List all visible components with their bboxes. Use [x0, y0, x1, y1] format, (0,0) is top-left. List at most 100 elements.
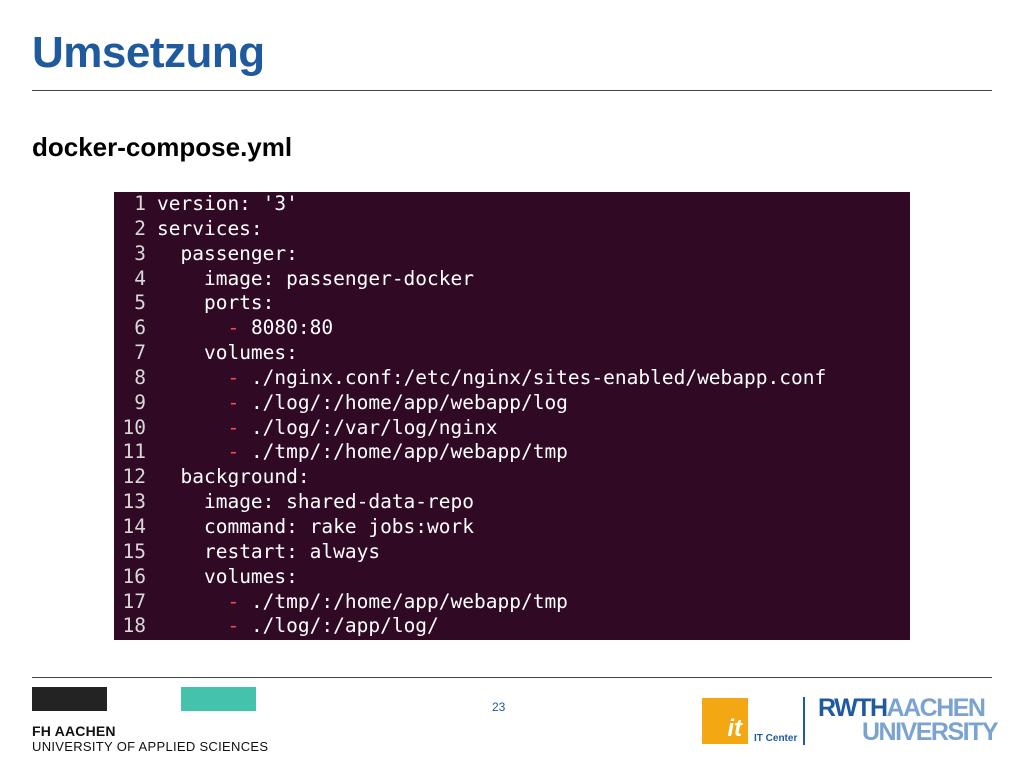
- it-center-logo-label: IT Center: [754, 733, 798, 744]
- code-line: 12 background:: [114, 465, 910, 490]
- yaml-value: shared-data-repo: [274, 490, 475, 514]
- code-line: 17 - ./tmp/:/home/app/webapp/tmp: [114, 590, 910, 615]
- list-dash: -: [227, 440, 240, 464]
- line-number: 8: [134, 365, 146, 389]
- code-line: 8 - ./nginx.conf:/etc/nginx/sites-enable…: [114, 366, 910, 391]
- yaml-value: rake jobs:work: [297, 514, 474, 538]
- logo-divider: [803, 697, 805, 745]
- it-center-logo-icon: it: [702, 698, 748, 744]
- slide-subtitle: docker-compose.yml: [32, 132, 293, 162]
- yaml-key: command:: [203, 514, 298, 538]
- yaml-key: ports:: [203, 291, 275, 315]
- line-number: 2: [134, 216, 146, 240]
- code-line: 13 image: shared-data-repo: [114, 490, 910, 515]
- yaml-value: always: [297, 539, 381, 563]
- code-line: 16 volumes:: [114, 565, 910, 590]
- code-indent: [157, 316, 227, 339]
- yaml-key: image:: [203, 266, 275, 290]
- code-indent: [157, 391, 227, 414]
- yaml-key: restart:: [203, 539, 298, 563]
- code-line: 10 - ./log/:/var/log/nginx: [114, 416, 910, 441]
- code-line: 4 image: passenger-docker: [114, 267, 910, 292]
- fh-logo-subtitle: UNIVERSITY OF APPLIED SCIENCES: [32, 739, 269, 754]
- line-number: 7: [134, 341, 146, 365]
- code-line: 3 passenger:: [114, 242, 910, 267]
- code-indent: [157, 565, 204, 588]
- list-dash: -: [227, 589, 240, 613]
- code-indent: [157, 440, 227, 463]
- yaml-key: image:: [203, 490, 275, 514]
- list-dash: -: [227, 415, 240, 439]
- code-indent: [157, 267, 204, 290]
- code-line: 18 - ./log/:/app/log/: [114, 614, 910, 639]
- code-indent: [157, 341, 204, 364]
- list-dash: -: [227, 390, 240, 414]
- line-number: 11: [122, 440, 146, 464]
- code-indent: [157, 590, 227, 613]
- code-indent: [157, 614, 227, 637]
- line-number: 10: [122, 415, 146, 439]
- code-indent: [157, 540, 204, 563]
- yaml-value: 8080:80: [239, 316, 334, 340]
- list-dash: -: [227, 365, 240, 389]
- code-indent: [157, 242, 180, 265]
- code-indent: [157, 465, 180, 488]
- line-number: 1: [134, 192, 146, 215]
- list-dash: -: [227, 614, 240, 638]
- yaml-value: ./tmp/:/home/app/webapp/tmp: [239, 589, 568, 613]
- code-line: 5 ports:: [114, 291, 910, 316]
- yaml-value: passenger-docker: [274, 266, 475, 290]
- line-number: 13: [122, 490, 146, 514]
- fh-logo-name: FH AACHEN: [32, 723, 116, 739]
- code-line: 7 volumes:: [114, 341, 910, 366]
- line-number: 6: [134, 316, 146, 340]
- fh-logo-block-teal: [181, 687, 256, 711]
- line-number: 12: [122, 465, 146, 489]
- rwth-logo-line1: RWTHAACHEN: [818, 694, 986, 723]
- code-line: 14 command: rake jobs:work: [114, 515, 910, 540]
- yaml-value: ./log/:/app/log/: [239, 614, 439, 638]
- code-line: 11 - ./tmp/:/home/app/webapp/tmp: [114, 440, 910, 465]
- line-number: 9: [134, 390, 146, 414]
- code-line: 9 - ./log/:/home/app/webapp/log: [114, 391, 910, 416]
- code-indent: [157, 490, 204, 513]
- code-indent: [157, 291, 204, 314]
- yaml-value: ./nginx.conf:/etc/nginx/sites-enabled/we…: [239, 365, 827, 389]
- fh-logo-block-dark: [32, 687, 107, 711]
- line-number: 17: [122, 589, 146, 613]
- it-center-logo-mark: it: [727, 715, 742, 742]
- yaml-key: version:: [157, 192, 251, 215]
- slide-title: Umsetzung: [32, 28, 265, 77]
- line-number: 5: [134, 291, 146, 315]
- line-number: 18: [122, 614, 146, 638]
- title-divider: [32, 90, 992, 91]
- yaml-key: volumes:: [203, 564, 298, 588]
- yaml-key: background:: [180, 465, 310, 489]
- line-number: 4: [134, 266, 146, 290]
- code-indent: [157, 366, 227, 389]
- rwth-logo-light: AACHEN: [886, 694, 986, 722]
- yaml-key: passenger:: [180, 241, 298, 265]
- yaml-value: ./log/:/var/log/nginx: [239, 415, 498, 439]
- yaml-value: ./log/:/home/app/webapp/log: [239, 390, 568, 414]
- code-line: 6 - 8080:80: [114, 316, 910, 341]
- code-line: 1 version: '3': [114, 192, 910, 217]
- line-number: 16: [122, 564, 146, 588]
- code-line: 2 services:: [114, 217, 910, 242]
- footer-divider: [32, 677, 992, 678]
- code-indent: [157, 515, 204, 538]
- line-number: 15: [122, 539, 146, 563]
- code-indent: [157, 416, 227, 439]
- rwth-logo-line2: UNIVERSITY: [862, 718, 999, 746]
- page-number: 23: [492, 700, 506, 714]
- line-number: 14: [122, 514, 146, 538]
- rwth-logo-strong: RWTH: [818, 694, 888, 722]
- code-line: 15 restart: always: [114, 540, 910, 565]
- list-dash: -: [227, 316, 240, 340]
- yaml-key: volumes:: [203, 341, 298, 365]
- yaml-value: '3': [250, 192, 298, 215]
- yaml-key: services:: [157, 216, 263, 240]
- line-number: 3: [134, 241, 146, 265]
- yaml-value: ./tmp/:/home/app/webapp/tmp: [239, 440, 568, 464]
